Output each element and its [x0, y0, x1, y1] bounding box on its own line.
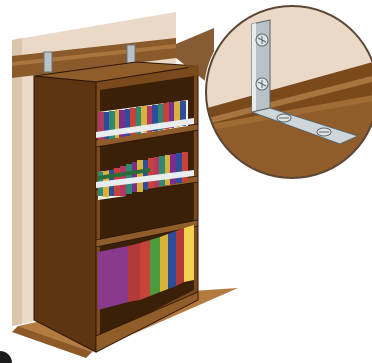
l-bracket-icon — [44, 52, 52, 72]
zoom-detail — [200, 0, 372, 190]
screw-icon — [277, 114, 291, 122]
screw-icon — [317, 128, 331, 136]
screw-icon — [256, 34, 268, 46]
corner-mark — [0, 351, 12, 363]
screw-icon — [256, 78, 268, 90]
